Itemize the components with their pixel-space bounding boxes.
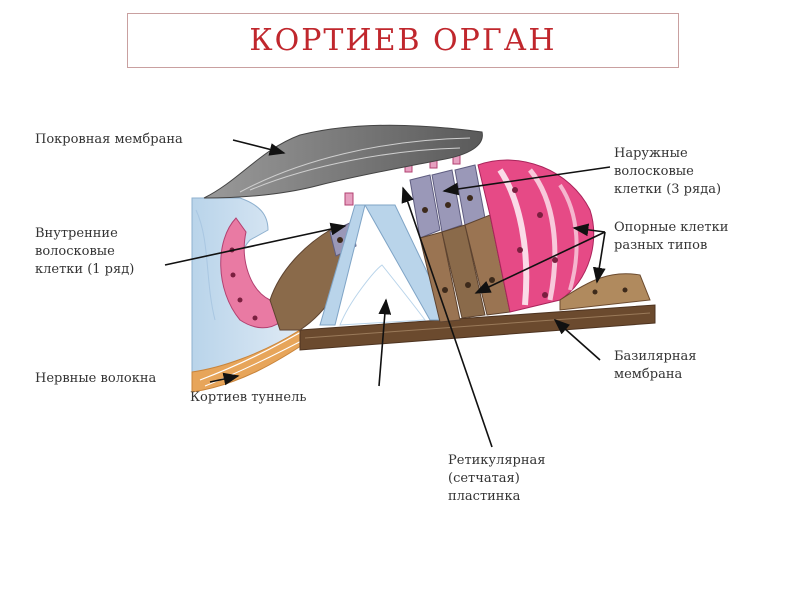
arrow-tectorial [232,139,286,156]
arrow-support-3 [592,231,606,284]
label-inner-hair-cells: Внутренние волосковые клетки (1 ряд) [35,226,135,277]
page-title: КОРТИЕВ ОРГАН [249,23,557,58]
pointer-arrows [164,139,611,448]
claudius-cells [559,273,651,311]
arrow-basilar [553,318,601,361]
arrow-reticular [401,186,493,448]
pillar-cells [319,204,451,326]
deiters-cells [419,214,511,323]
arrow-nerve [209,372,240,386]
arrow-outer-hair [442,166,611,196]
arrow-support-2 [474,231,606,294]
tectorial-membrane [203,124,483,199]
outer-hair-cells [404,151,486,239]
label-basilar-membrane: Базилярная мембрана [614,349,697,382]
arrow-tunnel [378,298,392,387]
title-frame: КОРТИЕВ ОРГАН [127,13,679,68]
basilar-membrane [299,304,656,351]
label-reticular-lamina: Ретикулярная (сетчатая) пластинка [448,453,546,504]
label-tectorial-membrane: Покровная мембрана [35,132,183,147]
label-supporting-cells: Опорные клетки разных типов [614,220,729,253]
label-nerve-fibers: Нервные волокна [35,371,157,386]
arrow-inner-hair [164,222,347,266]
label-outer-hair-cells: Наружные волосковые клетки (3 ряда) [614,146,722,197]
label-corti-tunnel: Кортиев туннель [190,390,307,405]
arrow-support-1 [572,223,606,237]
